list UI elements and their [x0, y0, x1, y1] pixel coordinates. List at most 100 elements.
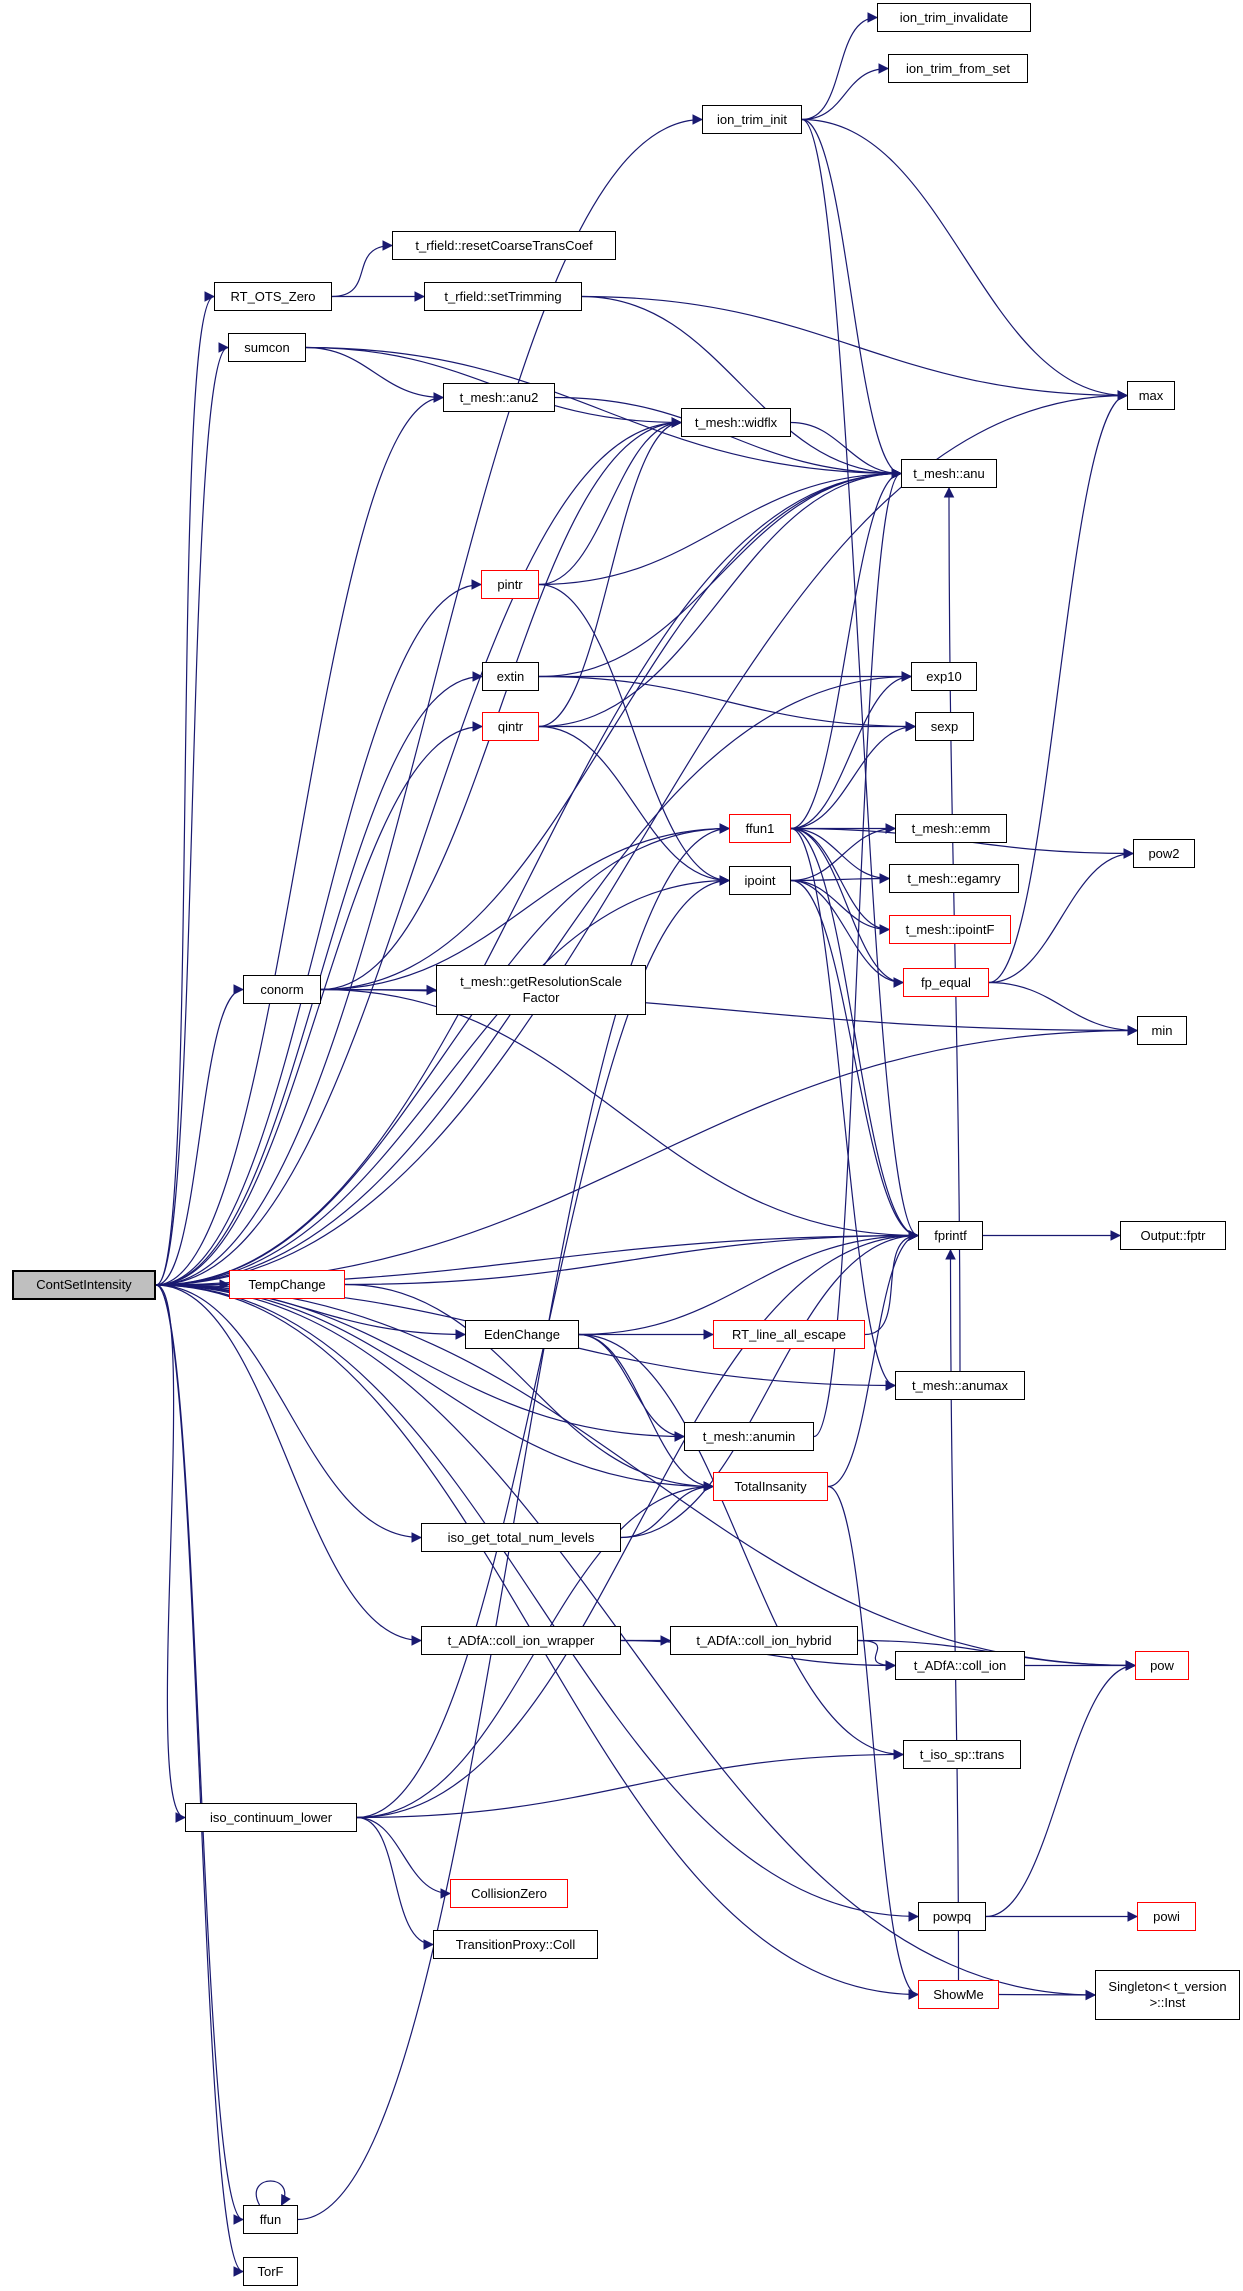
graph-node-sumcon[interactable]: sumcon	[228, 333, 306, 362]
graph-node-fp_equal[interactable]: fp_equal	[903, 968, 989, 997]
edge-widflx-to-anu	[790, 421, 903, 479]
graph-node-qintr[interactable]: qintr	[482, 712, 539, 741]
graph-node-ContSetIntensity: ContSetIntensity	[12, 1270, 156, 1300]
edge-EdenChange-to-TotalInsanity	[578, 1333, 715, 1492]
graph-node-trans[interactable]: t_iso_sp::trans	[903, 1740, 1021, 1769]
edge-ffun1-to-ipointF	[790, 827, 891, 935]
graph-node-TorF[interactable]: TorF	[243, 2257, 298, 2286]
graph-node-ipointF[interactable]: t_mesh::ipointF	[889, 915, 1011, 944]
graph-node-resetCoarseTransCoef[interactable]: t_rfield::resetCoarseTransCoef	[392, 231, 616, 260]
edge-ContSetIntensity-to-pintr	[155, 579, 483, 1286]
edge-RT_OTS_Zero-to-resetCoarseTransCoef	[331, 240, 394, 298]
edge-ipoint-to-ipointF	[790, 879, 891, 935]
edge-conorm-to-getResolutionScaleFactor	[320, 984, 438, 996]
edge-ffun1-to-exp10	[790, 671, 913, 830]
graph-node-extin[interactable]: extin	[482, 662, 539, 691]
graph-node-exp10[interactable]: exp10	[911, 662, 977, 691]
edge-powpq-to-pow	[985, 1660, 1137, 1918]
edge-ffun1-to-egamry	[790, 827, 891, 884]
edge-ContSetIntensity-to-anumin	[155, 1284, 686, 1442]
graph-node-CollisionZero[interactable]: CollisionZero	[450, 1879, 568, 1908]
graph-node-iso_get_total_num_levels[interactable]: iso_get_total_num_levels	[421, 1523, 621, 1552]
graph-node-anu[interactable]: t_mesh::anu	[901, 459, 997, 488]
graph-node-anumax[interactable]: t_mesh::anumax	[895, 1371, 1025, 1400]
graph-node-coll_ion[interactable]: t_ADfA::coll_ion	[895, 1651, 1025, 1680]
graph-node-egamry[interactable]: t_mesh::egamry	[889, 864, 1019, 893]
graph-node-pow2[interactable]: pow2	[1133, 839, 1195, 868]
graph-node-EdenChange[interactable]: EdenChange	[465, 1320, 579, 1349]
graph-node-iso_continuum_lower[interactable]: iso_continuum_lower	[185, 1803, 357, 1832]
graph-node-TotalInsanity[interactable]: TotalInsanity	[713, 1472, 828, 1501]
edge-qintr-to-widflx	[538, 417, 683, 728]
graph-node-ion_trim_invalidate[interactable]: ion_trim_invalidate	[877, 3, 1031, 32]
edge-ContSetIntensity-to-TempChange	[155, 1279, 231, 1290]
graph-node-pintr[interactable]: pintr	[481, 570, 539, 599]
graph-node-powpq[interactable]: powpq	[918, 1902, 986, 1931]
graph-node-conorm[interactable]: conorm	[243, 975, 321, 1004]
edge-ion_trim_init-to-max	[801, 118, 1129, 401]
graph-node-anumin[interactable]: t_mesh::anumin	[684, 1422, 814, 1451]
edge-ContSetIntensity-to-anu2	[155, 392, 445, 1286]
edge-ShowMe-to-Inst	[998, 1989, 1097, 2001]
graph-node-pow[interactable]: pow	[1135, 1651, 1189, 1680]
graph-node-setTrimming[interactable]: t_rfield::setTrimming	[424, 282, 582, 311]
edge-fp_equal-to-min	[988, 981, 1139, 1036]
edge-setTrimming-to-max	[581, 295, 1129, 401]
graph-node-RT_line_all_escape[interactable]: RT_line_all_escape	[713, 1320, 865, 1349]
edge-ipoint-to-emm	[790, 823, 897, 882]
edge-ContSetIntensity-to-iso_get_total_num_levels	[155, 1284, 423, 1543]
edge-pintr-to-widflx	[538, 417, 683, 586]
edge-ContSetIntensity-to-sumcon	[155, 342, 230, 1286]
edge-iso_continuum_lower-to-Coll	[356, 1816, 435, 1950]
graph-node-anu2[interactable]: t_mesh::anu2	[443, 383, 555, 412]
graph-node-ion_trim_from_set[interactable]: ion_trim_from_set	[888, 54, 1028, 83]
edge-conorm-to-anu	[320, 468, 903, 991]
edge-ion_trim_init-to-fprintf	[801, 118, 920, 1241]
graph-node-Inst[interactable]: Singleton< t_version >::Inst	[1095, 1970, 1240, 2020]
graph-node-fprintf[interactable]: fprintf	[918, 1221, 983, 1250]
edge-setTrimming-to-anu	[581, 295, 903, 479]
edge-ffun1-to-anumax	[790, 827, 897, 1391]
edge-pintr-to-anu	[538, 468, 903, 586]
graph-node-sexp[interactable]: sexp	[915, 712, 974, 741]
edge-ContSetIntensity-to-coll_ion_wrapper	[155, 1284, 423, 1646]
graph-node-getResolutionScaleFactor[interactable]: t_mesh::getResolutionScale Factor	[436, 965, 646, 1015]
edge-ipoint-to-egamry	[790, 873, 891, 884]
edge-conorm-to-fprintf	[320, 988, 920, 1241]
graph-node-emm[interactable]: t_mesh::emm	[895, 814, 1007, 843]
edge-extin-to-anu	[538, 468, 903, 678]
edge-iso_continuum_lower-to-trans	[356, 1749, 905, 1819]
edge-ContSetIntensity-to-iso_continuum_lower	[155, 1284, 187, 1823]
graph-node-max[interactable]: max	[1127, 381, 1175, 410]
graph-node-widflx[interactable]: t_mesh::widflx	[681, 408, 791, 437]
edge-ContSetIntensity-to-ipoint	[155, 875, 731, 1286]
graph-node-powi[interactable]: powi	[1137, 1902, 1196, 1931]
edge-anumin-to-anu	[813, 468, 903, 1438]
graph-node-ShowMe[interactable]: ShowMe	[918, 1980, 999, 2009]
graph-node-ipoint[interactable]: ipoint	[729, 866, 791, 895]
edge-ion_trim_init-to-ion_trim_from_set	[801, 63, 890, 121]
graph-node-fptr[interactable]: Output::fptr	[1120, 1221, 1226, 1250]
edge-fp_equal-to-max	[988, 390, 1129, 984]
edge-ion_trim_init-to-ion_trim_invalidate	[801, 12, 879, 121]
graph-node-ion_trim_init[interactable]: ion_trim_init	[702, 105, 802, 134]
graph-node-TempChange[interactable]: TempChange	[229, 1270, 345, 1299]
edge-EdenChange-to-anumin	[578, 1333, 686, 1442]
graph-node-ffun[interactable]: ffun	[243, 2205, 298, 2234]
graph-node-RT_OTS_Zero[interactable]: RT_OTS_Zero	[214, 282, 332, 311]
edge-TempChange-to-TotalInsanity	[344, 1283, 715, 1492]
graph-node-Coll[interactable]: TransitionProxy::Coll	[433, 1930, 598, 1959]
graph-node-coll_ion_hybrid[interactable]: t_ADfA::coll_ion_hybrid	[670, 1626, 858, 1655]
edge-sumcon-to-anu2	[305, 346, 445, 403]
edge-coll_ion_hybrid-to-coll_ion	[857, 1639, 897, 1671]
edge-ContSetIntensity-to-ffun1	[155, 823, 731, 1286]
edge-ContSetIntensity-to-qintr	[155, 721, 484, 1286]
edge-ffun1-to-anu	[790, 468, 903, 830]
graph-node-ffun1[interactable]: ffun1	[729, 814, 791, 843]
graph-node-coll_ion_wrapper[interactable]: t_ADfA::coll_ion_wrapper	[421, 1626, 621, 1655]
edge-TempChange-to-fprintf	[344, 1230, 920, 1286]
edge-ion_trim_init-to-anu	[801, 118, 903, 479]
graph-node-min[interactable]: min	[1137, 1016, 1187, 1045]
edge-ffun1-to-fp_equal	[790, 827, 905, 988]
